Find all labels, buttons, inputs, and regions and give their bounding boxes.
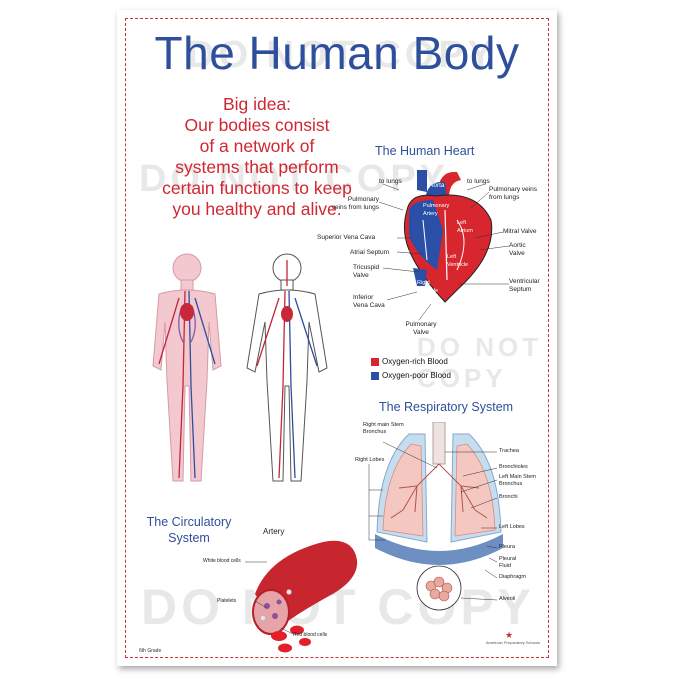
lungs-label-left-lobes: Left Lobes [499,524,525,530]
lungs-label-pleura: Pleura [499,544,515,550]
watermark-mid: DO NOT COPY [139,158,450,200]
heart-label-atrial-septum: Atrial Septum [350,249,390,256]
vessels-right [256,260,318,479]
heart-label-right-atrium: Right Atrium [397,250,413,264]
star-logo-icon: ★ [505,630,514,640]
heart-label-pulmonary-veins-right: Pulmonary veins from lungs [489,186,538,201]
label-red-blood-cells: Red blood cells [293,632,328,638]
label-platelets: Platelets [217,598,237,604]
heart-label-pulmonary-artery: Pulmonary Artery [423,203,450,217]
watermark-top: DO NOT COPY [187,34,498,76]
heart-label-left-atrium: Left Atrium [457,220,473,234]
legend-label-oxygen-rich: Oxygen-rich Blood [382,357,448,366]
big-idea-line: you healthy and alive. [172,199,342,219]
label-white-blood-cells: White blood cells [203,558,241,564]
artery-label: Artery [263,527,285,536]
circulatory-figures-illustration [152,253,328,482]
lungs-label-right-lobes: Right Lobes [355,457,385,463]
heart-label-mitral-valve: Mitral Valve [503,228,537,235]
heart-label-pulmonary-valve: Pulmonary Valve [405,321,437,336]
heart-right [281,306,293,322]
big-idea-line: certain functions to keep [162,178,352,198]
lungs-label-bronchi: Bronchi [499,494,518,500]
lungs-label-pleural-fluid: Pleural Fluid [499,556,517,569]
respiratory-section-title: The Respiratory System [379,400,514,414]
circulatory-section-title: The Circulatory System [146,515,232,545]
big-idea-line: of a network of [199,136,315,156]
heart-label-aorta: Aorta [429,182,445,189]
heart-label-ventricular-septum: Ventricular Septum [509,278,540,293]
legend-swatch-oxygen-poor [371,372,379,380]
lungs-leader-lines [368,441,498,601]
big-idea-text: Big idea: Our bodies consist of a networ… [137,94,377,220]
artery-illustration [252,540,358,653]
heart-illustration [403,170,493,303]
heart-section-title: The Human Heart [375,144,475,158]
big-idea-line: Big idea: [222,94,292,114]
heart-left [180,303,194,321]
heart-label-right-ventricle: Right Ventricle [417,280,439,294]
big-idea-line: Our bodies consist [184,115,330,135]
watermark-right: DO NOT COPY [417,332,543,393]
legend-label-oxygen-poor: Oxygen-poor Blood [382,371,451,380]
heart-label-pulmonary-veins-left: Pulmonary veins from lungs [331,196,379,211]
lungs-label-bronchioles: Bronchioles [499,464,528,470]
heart-label-tricuspid-valve: Tricuspid Valve [353,264,380,279]
heart-leader-lines [378,183,510,321]
poster: DO NOT COPY DO NOT COPY DO NOT COPY DO N… [117,10,557,666]
lungs-label-right-main-stem-bronchus: Right main Stem Bronchus [363,422,404,435]
lungs-label-trachea: Trachea [499,448,519,454]
lungs-label-diaphragm: Diaphragm [499,574,526,580]
legend-swatch-oxygen-rich [371,358,379,366]
dashed-border [125,18,549,658]
heart-label-left-ventricle: Left Ventricle [447,254,469,268]
heart-label-inferior-vena-cava: Inferior Vena Cava [353,294,385,309]
anatomical-body-left [152,253,222,482]
lungs-label-alveoli: Alveoli [499,596,516,602]
page-title: The Human Body [154,27,520,79]
lungs-illustration [375,422,503,611]
outline-body-right [246,253,328,482]
lungs-label-left-main-stem-bronchus: Left Main Stem Bronchus [499,474,536,487]
heart-label-aortic-valve: Aortic Valve [509,242,526,257]
brand-label: American Preparatory Schools [485,640,541,645]
heart-label-to-lungs-left: to lungs [379,178,402,185]
big-idea-line: systems that perform [175,157,339,177]
grade-label: 6th Grade [139,648,162,654]
heart-label-to-lungs-right: to lungs [467,178,490,185]
heart-label-superior-vena-cava: Superior Vena Cava [317,234,376,241]
circulatory-leader-lines [245,561,294,635]
